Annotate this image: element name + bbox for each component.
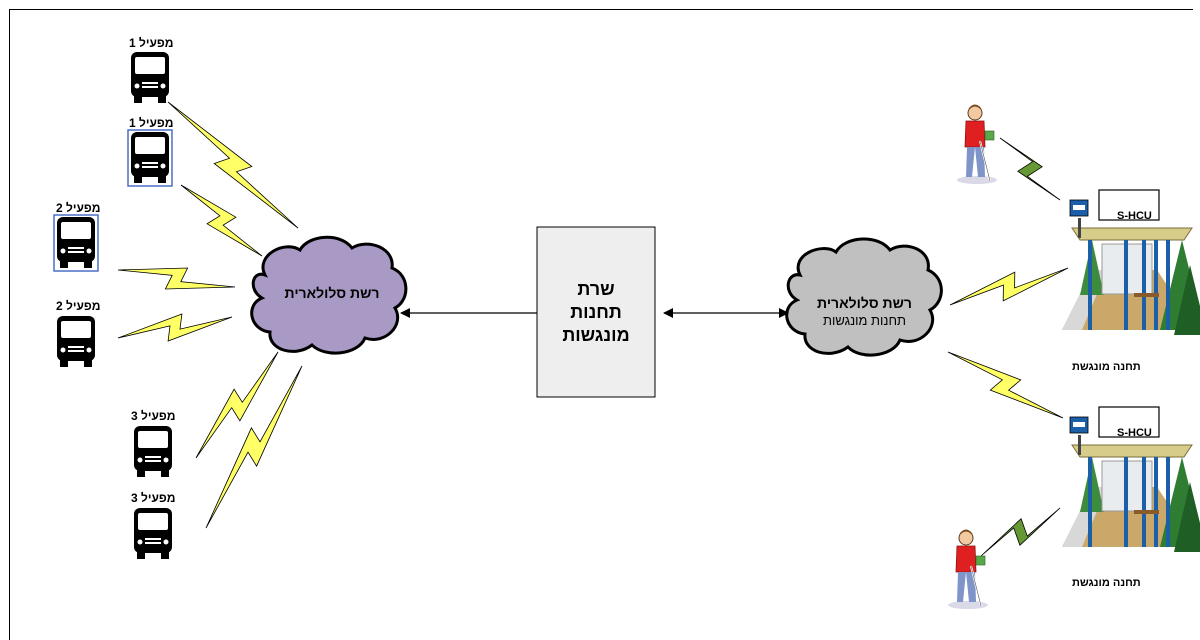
s-hcu-unit (1098, 189, 1160, 221)
bus-icon (134, 508, 172, 559)
cellular-network-cloud-left (250, 235, 408, 355)
station-shelter (1062, 189, 1200, 335)
station-unit-label: S-HCU (1117, 427, 1152, 439)
accessible-stations-server (536, 226, 656, 398)
bus-operator-label: מפעיל 1 (129, 36, 174, 50)
left-cloud-title: רשת סלולארית (284, 285, 380, 301)
operator-buses (53, 52, 173, 559)
bus-operator-label: מפעיל 2 (56, 299, 101, 313)
lightning-link (195, 351, 279, 459)
lightning-link (117, 267, 236, 290)
bus-operator-label: מפעיל 3 (131, 491, 176, 505)
lightning-link (949, 267, 1069, 306)
cellular-network-cloud-right (785, 237, 943, 357)
lightning-link (205, 365, 303, 529)
station-unit-label: S-HCU (1117, 210, 1152, 222)
bus-operator-label: מפעיל 3 (131, 409, 176, 423)
bus-icon (134, 426, 172, 477)
bus-icon (131, 52, 169, 103)
lightning-link (980, 507, 1061, 557)
lightning-link (999, 137, 1061, 201)
lightning-link (117, 313, 233, 342)
lightning-link (167, 101, 299, 229)
lightning-link (180, 184, 263, 257)
lightning-link (947, 351, 1064, 419)
station-caption: תחנה מונגשת (1072, 361, 1141, 373)
station-shelter (1062, 406, 1200, 552)
right-cloud-title: רשת סלולארית (817, 295, 912, 311)
wireless-links-operators (117, 101, 303, 529)
accessible-stations (1062, 189, 1200, 552)
passenger-with-cane (948, 529, 988, 609)
right-cloud-label: רשת סלולארית תחנות מונגשות (792, 294, 937, 330)
wireless-links-stations (947, 137, 1069, 557)
right-cloud-subtitle: תחנות מונגשות (822, 313, 907, 328)
bus-icon (127, 129, 173, 187)
bus-operator-label: מפעיל 2 (56, 201, 101, 215)
left-cloud-label: רשת סלולארית (262, 285, 402, 303)
server-line-3: מונגשות (562, 324, 630, 345)
passenger-with-cane (957, 104, 997, 184)
bus-icon (57, 316, 95, 367)
server-line-1: שרת (577, 278, 615, 299)
station-caption: תחנה מונגשת (1072, 577, 1141, 589)
bus-icon (53, 214, 99, 272)
s-hcu-unit (1098, 406, 1160, 438)
server-label: שרת תחנות מונגשות (537, 227, 655, 397)
server-line-2: תחנות (570, 301, 622, 322)
visually-impaired-passengers (948, 104, 997, 609)
diagram-frame (9, 9, 1193, 640)
bus-operator-label: מפעיל 1 (129, 116, 174, 130)
